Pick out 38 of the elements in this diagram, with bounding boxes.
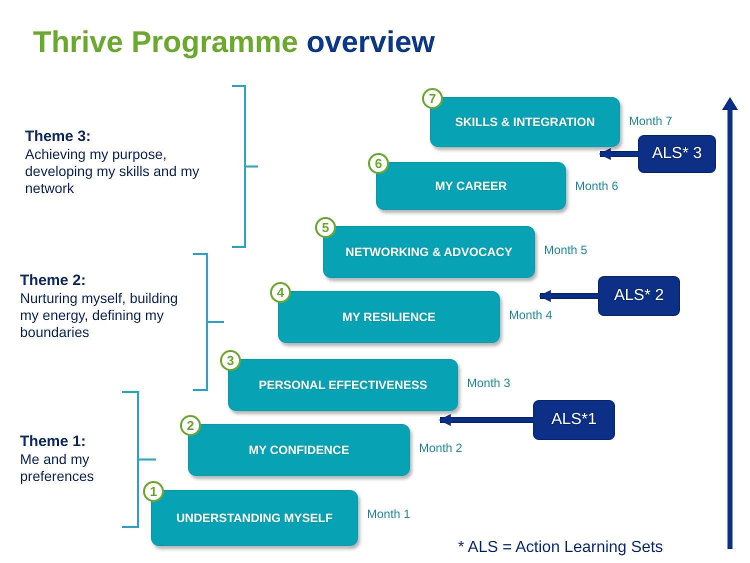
als-label: ALS* 2 [614, 286, 664, 306]
theme-description: Achieving my purpose, developing my skills and my network [25, 146, 200, 197]
title: Thrive Programme overview [33, 25, 435, 61]
theme-heading: Theme 1: [20, 433, 87, 451]
step-number-badge: 2 [180, 415, 201, 436]
month-label: Month 3 [467, 375, 510, 392]
step-number-badge: 1 [143, 481, 164, 502]
arrow [538, 290, 598, 302]
step-number-badge: 6 [368, 153, 389, 174]
step-title: PERSONAL EFFECTIVENESS [258, 377, 428, 394]
theme-heading: Theme 2: [20, 272, 87, 290]
step-title: MY CONFIDENCE [248, 442, 350, 459]
theme-description: Nurturing myself, building my energy, defining my boundaries [20, 290, 179, 341]
arrow [438, 414, 533, 426]
step-title: SKILLS & INTEGRATION [455, 114, 595, 131]
month-label: Month 6 [575, 178, 618, 195]
month-label: Month 5 [544, 242, 588, 259]
step-number-badge: 7 [422, 88, 443, 109]
step-title: MY RESILIENCE [342, 309, 436, 326]
als-label: ALS*1 [551, 410, 597, 430]
als-box [638, 135, 716, 173]
als-box [533, 400, 615, 440]
month-label: Month 2 [419, 440, 462, 457]
step-title: NETWORKING & ADVOCACY [346, 244, 512, 261]
theme-description: Me and my preferences [20, 451, 95, 485]
als-box [598, 276, 680, 316]
month-label: Month 7 [629, 113, 672, 130]
month-label: Month 1 [367, 506, 410, 523]
month-label: Month 4 [509, 307, 552, 324]
als-label: ALS* 3 [652, 144, 702, 164]
step-title: MY CAREER [435, 178, 507, 195]
step-title: UNDERSTANDING MYSELF [176, 510, 333, 527]
arrow [598, 148, 638, 160]
footnote: * ALS = Action Learning Sets [458, 538, 664, 558]
step-number-badge: 5 [315, 217, 336, 238]
step-number-badge: 4 [270, 282, 291, 303]
step-number-badge: 3 [220, 350, 241, 371]
theme-heading: Theme 3: [25, 128, 92, 146]
